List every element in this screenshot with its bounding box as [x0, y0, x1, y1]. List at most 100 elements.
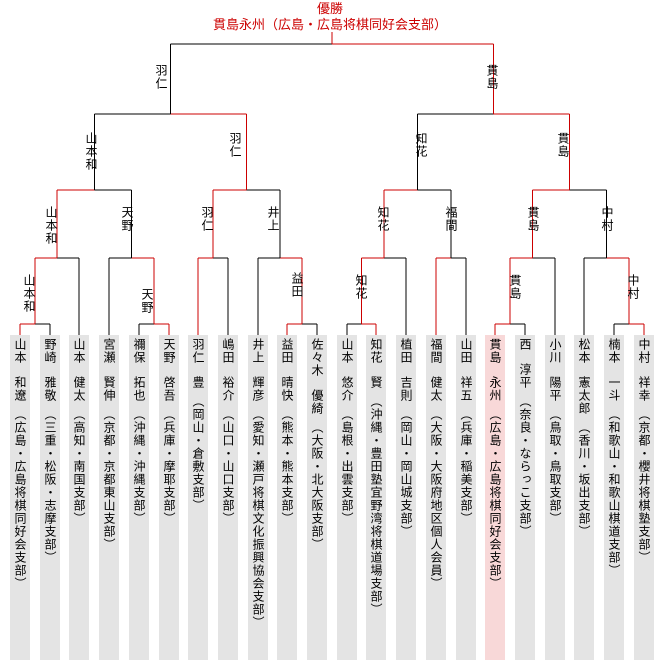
r2-5-name: 貫島	[508, 274, 522, 300]
player-entry: 宮瀬賢伸 （京都・京都東山支部）	[102, 338, 116, 551]
player-surname: 小川	[548, 338, 562, 364]
player-given-name: 賢	[369, 376, 383, 389]
player-surname: 山本	[340, 338, 354, 364]
player-box	[485, 335, 505, 660]
player-affiliation: （岡山・岡山城支部）	[399, 408, 413, 538]
player-affiliation: （広島・広島将棋同好会支部）	[13, 408, 27, 590]
player-affiliation: （大阪・北大阪支部）	[310, 421, 324, 551]
player-box	[99, 335, 119, 660]
qf-1-name: 山本和	[44, 206, 58, 245]
player-given-name: 優綺	[310, 389, 324, 415]
player-given-name: 豊	[191, 376, 205, 389]
player-box	[40, 335, 60, 660]
player-surname: 福間	[429, 338, 443, 364]
qf-4-name: 井上	[266, 206, 280, 232]
player-affiliation: （岡山・倉敷支部）	[191, 395, 205, 512]
player-box	[159, 335, 179, 660]
player-box	[545, 335, 565, 660]
player-given-name: 賢伸	[102, 376, 116, 402]
final-left-name: 羽仁	[154, 64, 168, 90]
player-given-name: 祥五	[459, 376, 473, 402]
player-entry: 羽仁豊 （岡山・倉敷支部）	[191, 338, 205, 512]
player-box	[307, 335, 327, 660]
final-right-name: 貫島	[485, 64, 499, 90]
player-box	[277, 335, 297, 660]
qf-8-name: 中村	[600, 206, 614, 232]
player-surname: 山田	[459, 338, 473, 364]
player-surname: 山本	[13, 338, 27, 364]
player-entry: 野崎雅敬（三重・松阪・志摩支部）	[43, 338, 57, 564]
champion-label: 優勝 貫島永州（広島・広島将棋同好会支部）	[0, 2, 660, 34]
player-box	[426, 335, 446, 660]
player-box	[218, 335, 238, 660]
player-entry: 知花賢 （沖縄・豊田塾宜野湾将棋道場支部）	[369, 338, 383, 616]
player-affiliation: （熊本・熊本支部）	[280, 408, 294, 525]
player-surname: 中村	[637, 338, 651, 364]
player-affiliation: （鳥取・鳥取支部）	[548, 408, 562, 525]
semi-1-name: 山本和	[84, 132, 98, 171]
player-surname: 天野	[162, 338, 176, 364]
player-affiliation: （沖縄・豊田塾宜野湾将棋道場支部）	[369, 395, 383, 616]
player-affiliation: （山口・山口支部）	[221, 408, 235, 525]
r2-1-name: 山本和	[22, 274, 36, 313]
player-affiliation: （愛知・瀬戸将棋文化振興協会支部）	[251, 408, 265, 629]
player-entry: 小川陽平 （鳥取・鳥取支部）	[548, 338, 562, 525]
semi-3-name: 知花	[414, 132, 428, 158]
player-given-name: 陽平	[548, 376, 562, 402]
player-given-name: 一斗	[607, 376, 621, 402]
player-surname: 羽仁	[191, 338, 205, 364]
player-surname: 佐々木	[310, 338, 324, 377]
player-box	[604, 335, 624, 660]
player-box	[366, 335, 386, 660]
player-entry: 井上輝彦（愛知・瀬戸将棋文化振興協会支部）	[251, 338, 265, 629]
player-given-name: 淳平	[518, 363, 532, 389]
player-affiliation: （三重・松阪・志摩支部）	[43, 408, 57, 564]
qf-3-name: 羽仁	[200, 206, 214, 232]
player-affiliation: （高知・南国支部）	[72, 408, 86, 525]
player-entry: 植田吉則（岡山・岡山城支部）	[399, 338, 413, 538]
player-affiliation: （沖縄・沖縄支部）	[132, 408, 146, 525]
player-affiliation: （兵庫・摩耶支部）	[162, 408, 176, 525]
player-surname: 植田	[399, 338, 413, 364]
player-given-name: 健太	[72, 376, 86, 402]
player-given-name: 憲太郎	[577, 376, 591, 415]
player-box	[129, 335, 149, 660]
semi-4-name: 貫島	[556, 132, 570, 158]
player-entry: 佐々木優綺 （大阪・北大阪支部）	[310, 338, 324, 551]
player-box	[337, 335, 357, 660]
player-entry: 益田晴快（熊本・熊本支部）	[280, 338, 294, 525]
player-surname: 益田	[280, 338, 294, 364]
player-surname: 宮瀬	[102, 338, 116, 364]
player-affiliation: （京都・京都東山支部）	[102, 408, 116, 551]
player-box	[515, 335, 535, 660]
player-given-name: 和遼	[13, 376, 27, 402]
player-given-name: 啓吾	[162, 376, 176, 402]
player-surname: 楠本	[607, 338, 621, 364]
player-entry: 禰保拓也（沖縄・沖縄支部）	[132, 338, 146, 525]
champion-title: 優勝	[316, 2, 343, 17]
player-affiliation: （兵庫・稲美支部）	[459, 408, 473, 525]
player-entry: 西淳平 （奈良・ならっこ支部）	[518, 338, 532, 538]
player-given-name: 拓也	[132, 376, 146, 402]
player-box	[574, 335, 594, 660]
player-given-name: 健太	[429, 376, 443, 402]
r2-3-name: 益田	[290, 272, 304, 298]
player-surname: 知花	[369, 338, 383, 364]
r2-6-name: 中村	[626, 274, 640, 300]
player-box	[188, 335, 208, 660]
player-surname: 西	[518, 338, 532, 351]
player-affiliation: （奈良・ならっこ支部）	[518, 395, 532, 538]
player-box	[10, 335, 30, 660]
player-surname: 嶋田	[221, 338, 235, 364]
player-affiliation: （和歌山・和歌山棋道支部）	[607, 408, 621, 577]
player-surname: 松本	[577, 338, 591, 364]
player-entry: 貫島永州（広島・広島将棋同好会支部）	[488, 338, 502, 590]
player-affiliation: （広島・広島将棋同好会支部）	[488, 408, 502, 590]
player-given-name: 永州	[488, 376, 502, 402]
player-affiliation: （大阪・大阪府地区個人会員）	[429, 408, 443, 590]
player-entry: 嶋田裕介 （山口・山口支部）	[221, 338, 235, 525]
qf-5-name: 知花	[376, 206, 390, 232]
player-given-name: 裕介	[221, 376, 235, 402]
player-given-name: 雅敬	[43, 376, 57, 402]
player-entry: 山本悠介（島根・出雲支部）	[340, 338, 354, 525]
